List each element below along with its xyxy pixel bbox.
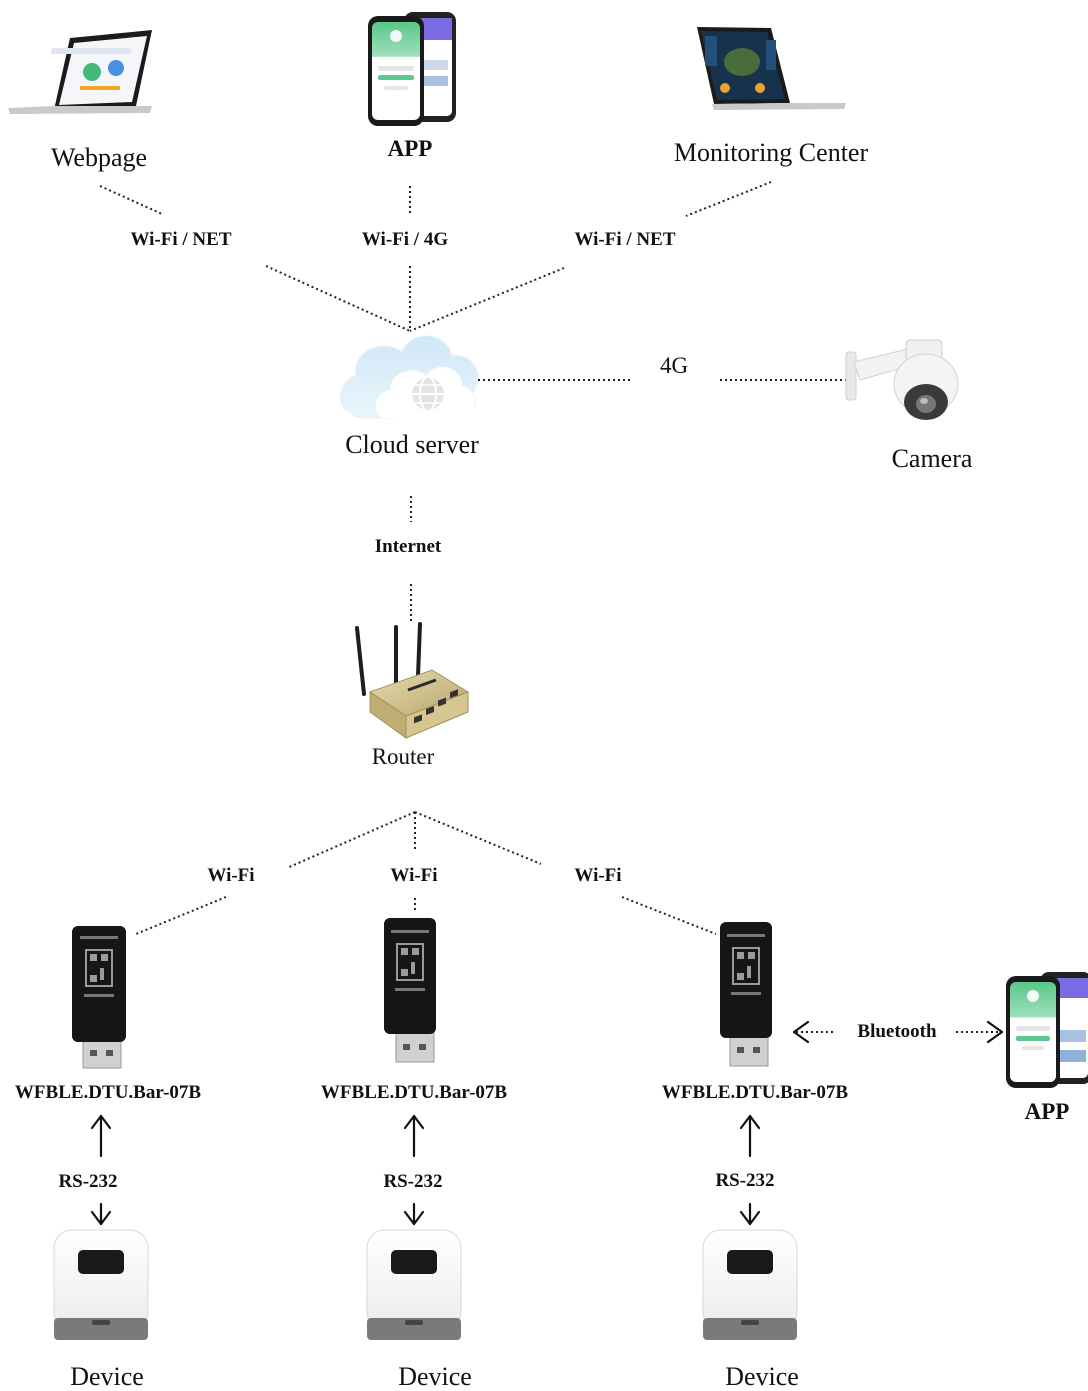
wifi-left-link-lower: [135, 896, 227, 935]
dtu-module-icon: [384, 918, 436, 1063]
app-link-label: Wi-Fi / 4G: [362, 229, 448, 250]
monitoring-link-lower: [409, 267, 565, 332]
phone-app-icon: [368, 12, 456, 126]
webpage-label: Webpage: [51, 143, 147, 172]
cloud-server-label: Cloud server: [345, 430, 479, 459]
laptop-monitoring-icon: [697, 27, 846, 110]
router-icon: [355, 622, 470, 739]
cloud-server-icon: [340, 335, 479, 420]
wifi-mid-label: Wi-Fi: [390, 865, 437, 886]
bluetooth-label: Bluetooth: [857, 1021, 937, 1042]
webpage-link-label: Wi-Fi / NET: [131, 229, 232, 250]
rs232-label: RS-232: [58, 1171, 117, 1192]
rs232-label: RS-232: [383, 1171, 442, 1192]
dtu-module-icon: [72, 926, 126, 1069]
bluetooth-arrow-right: [986, 1020, 1004, 1044]
monitoring-link-upper: [685, 181, 772, 217]
mobile-app-label: APP: [1025, 1099, 1070, 1124]
camera-label: Camera: [892, 444, 973, 473]
phone-app-icon: [1006, 972, 1088, 1088]
arrow-down-icon: [739, 1210, 761, 1226]
device-icon: [53, 1229, 149, 1340]
wifi-left-link-upper: [286, 811, 416, 869]
dtu-model-label: WFBLE.DTU.Bar-07B: [15, 1082, 201, 1103]
dtu-model-label: WFBLE.DTU.Bar-07B: [321, 1082, 507, 1103]
webpage-link-lower: [265, 265, 411, 332]
wifi-left-label: Wi-Fi: [207, 865, 254, 886]
dtu-model-label: WFBLE.DTU.Bar-07B: [662, 1082, 848, 1103]
device-icon: [702, 1229, 798, 1340]
router-label: Router: [372, 744, 435, 769]
internet-link-label: Internet: [375, 536, 442, 557]
dtu-module-icon: [720, 922, 772, 1067]
camera-link-label: 4G: [660, 353, 688, 378]
monitoring-center-label: Monitoring Center: [674, 138, 869, 167]
app-top-label: APP: [388, 136, 433, 161]
bluetooth-arrow-left: [792, 1020, 810, 1044]
arrow-down-icon: [90, 1210, 112, 1226]
device-label: Device: [725, 1362, 799, 1391]
wifi-right-label: Wi-Fi: [574, 865, 621, 886]
device-icon: [366, 1229, 462, 1340]
laptop-webpage-icon: [8, 30, 152, 114]
wifi-right-link-lower: [621, 896, 717, 935]
device-label: Device: [398, 1362, 472, 1391]
monitoring-link-label: Wi-Fi / NET: [575, 229, 676, 250]
webpage-link-upper: [99, 185, 163, 215]
device-label: Device: [70, 1362, 144, 1391]
arrow-down-icon: [403, 1210, 425, 1226]
camera-icon: [845, 339, 959, 420]
rs232-label: RS-232: [715, 1170, 774, 1191]
wifi-right-link-upper: [414, 811, 542, 865]
